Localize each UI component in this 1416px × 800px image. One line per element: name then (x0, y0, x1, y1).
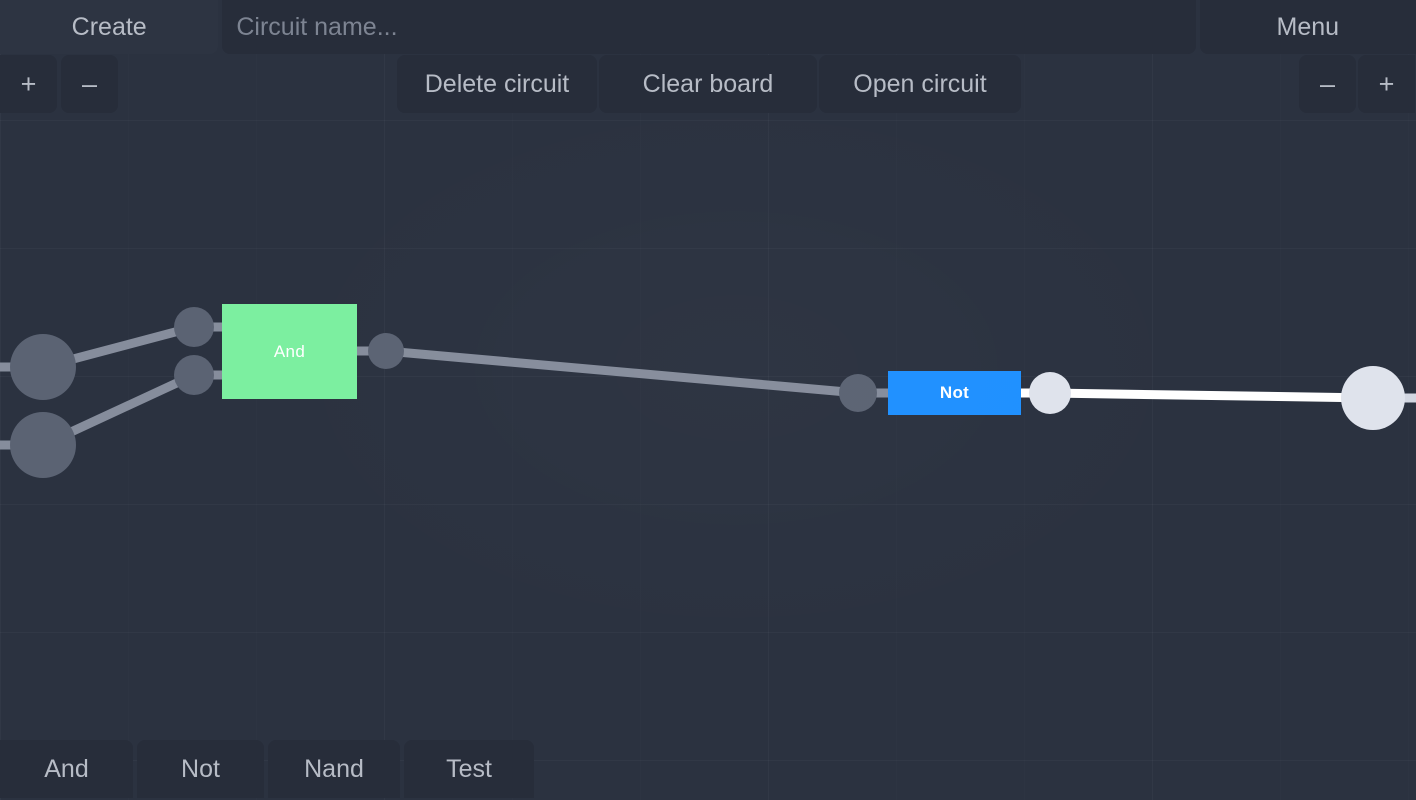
circuit-name-input[interactable] (222, 0, 1196, 54)
wire-and-out-to-not-in[interactable] (385, 346, 859, 398)
node-and-in-1[interactable] (174, 307, 214, 347)
palette-item-nand[interactable]: Nand (268, 740, 400, 798)
create-button[interactable]: Create (0, 0, 219, 54)
gate-label: And (273, 341, 306, 361)
palette-item-and[interactable]: And (0, 740, 133, 798)
node-and-in-2[interactable] (174, 355, 214, 395)
zoom-in-left-button[interactable]: + (0, 55, 57, 113)
node-not-out[interactable] (1029, 372, 1071, 414)
zoom-in-right-button[interactable]: + (1358, 55, 1415, 113)
gate-label: Not (939, 383, 970, 402)
palette-item-test[interactable]: Test (404, 740, 534, 798)
palette-item-not[interactable]: Not (137, 740, 264, 798)
open-circuit-button[interactable]: Open circuit (819, 55, 1021, 113)
menu-button[interactable]: Menu (1199, 0, 1416, 54)
node-output-final[interactable] (1341, 366, 1405, 430)
gate-and[interactable]: And (222, 304, 357, 399)
node-input-a[interactable] (10, 334, 76, 400)
zoom-out-right-button[interactable]: – (1299, 55, 1356, 113)
delete-circuit-button[interactable]: Delete circuit (397, 55, 597, 113)
wire-not-out-to-output[interactable] (1049, 388, 1374, 403)
zoom-out-left-button[interactable]: – (61, 55, 118, 113)
node-not-in[interactable] (839, 374, 877, 412)
gate-not[interactable]: Not (888, 371, 1021, 415)
top-toolbar-primary: Create Menu (0, 0, 1416, 55)
gate-palette-toolbar: And Not Nand Test (0, 740, 1416, 800)
node-input-b[interactable] (10, 412, 76, 478)
node-and-out[interactable] (368, 333, 404, 369)
clear-board-button[interactable]: Clear board (599, 55, 817, 113)
top-toolbar-secondary: + – Delete circuit Clear board Open circ… (0, 55, 1416, 113)
